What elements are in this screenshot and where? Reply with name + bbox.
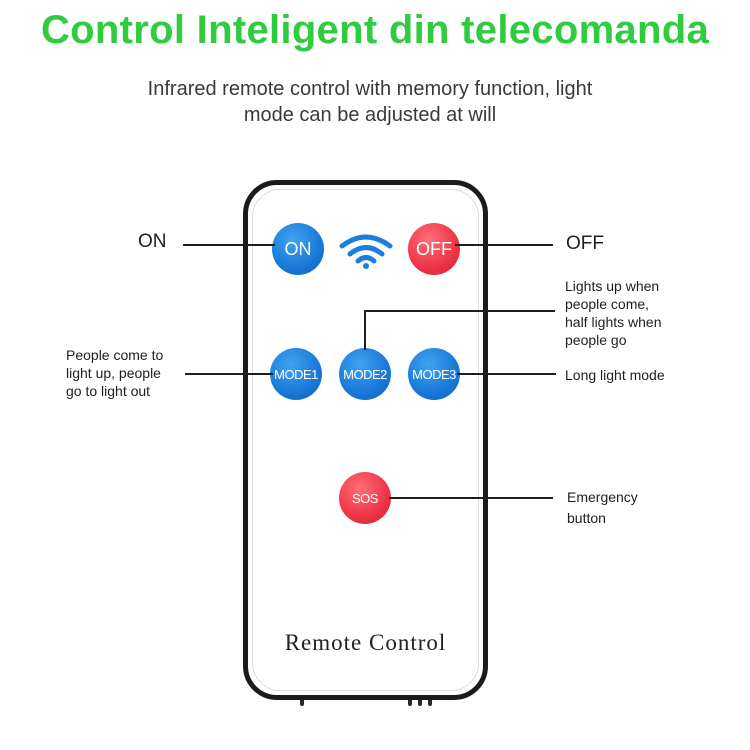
- callout-mode1-line: go to light out: [66, 383, 151, 399]
- wifi-icon: [339, 234, 393, 269]
- callout-line-mode2-vertical: [364, 310, 366, 350]
- callout-line-mode3: [457, 373, 556, 375]
- on-button[interactable]: ON: [272, 223, 324, 275]
- callout-line-on: [183, 244, 275, 246]
- callout-mode1: People come to light up, people go to li…: [66, 346, 163, 400]
- mode1-button[interactable]: MODE1: [270, 348, 322, 400]
- sos-button[interactable]: SOS: [339, 472, 391, 524]
- callout-line-mode2-horizontal: [364, 310, 555, 312]
- callout-line-mode1: [185, 373, 273, 375]
- off-button[interactable]: OFF: [408, 223, 460, 275]
- page-subtitle: Infrared remote control with memory func…: [100, 76, 640, 128]
- callout-mode2-line: people come,: [565, 296, 650, 312]
- mode2-button[interactable]: MODE2: [339, 348, 391, 400]
- callout-sos-line: button: [567, 510, 606, 526]
- callout-off: OFF: [566, 233, 604, 254]
- subtitle-line-1: Infrared remote control with memory func…: [147, 78, 593, 100]
- callout-sos-line: Emergency: [567, 489, 638, 505]
- mode3-button[interactable]: MODE3: [408, 348, 460, 400]
- callout-mode2-line: half lights when: [565, 314, 662, 330]
- subtitle-line-2: mode can be adjusted at will: [243, 104, 497, 126]
- callout-mode2-line: Lights up when: [565, 278, 660, 294]
- callout-line-sos: [389, 497, 553, 499]
- callout-on: ON: [138, 231, 167, 252]
- remote-bottom-notch: [408, 700, 412, 706]
- remote-bottom-notch: [300, 700, 304, 706]
- remote-label: Remote Control: [284, 630, 447, 655]
- remote-bottom-notch: [418, 700, 422, 706]
- callout-sos: Emergency button: [567, 487, 638, 529]
- callout-line-off: [455, 244, 553, 246]
- callout-mode2-line: people go: [565, 332, 627, 348]
- callout-mode2: Lights up when people come, half lights …: [565, 277, 662, 349]
- remote-bottom-notch: [428, 700, 432, 706]
- callout-mode1-line: light up, people: [66, 365, 161, 381]
- page-title: Control Inteligent din telecomanda: [40, 8, 709, 52]
- remote-inner-border: [252, 189, 479, 691]
- callout-mode1-line: People come to: [66, 347, 164, 363]
- callout-mode3: Long light mode: [565, 367, 665, 383]
